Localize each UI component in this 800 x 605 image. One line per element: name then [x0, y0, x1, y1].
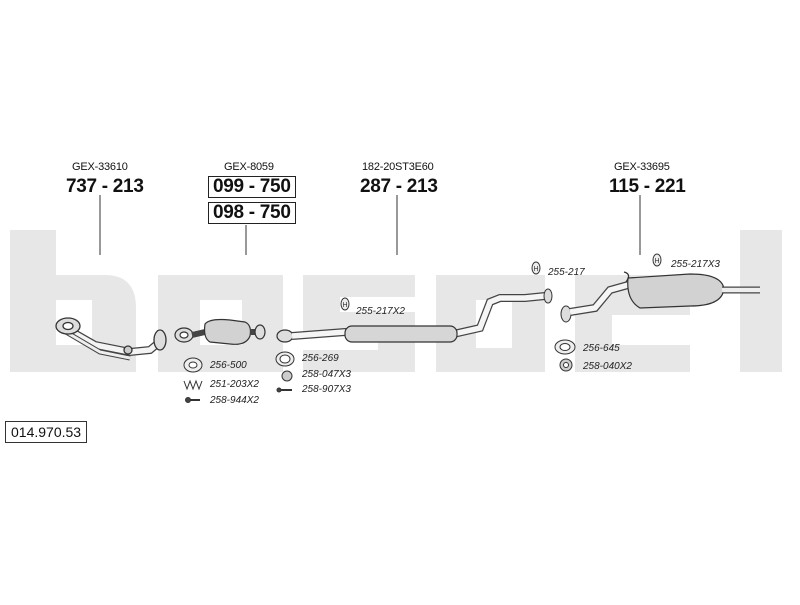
assembly-id-badge: 014.970.53: [5, 421, 88, 443]
svg-text:H: H: [533, 266, 538, 273]
rubber-hanger-icon: H: [652, 253, 662, 267]
spring-icon: [183, 379, 203, 391]
center-silencer-pipe: [276, 288, 553, 343]
nut-icon: [281, 370, 293, 382]
accessory-label: 255-217X3: [671, 259, 720, 270]
part-number-front-pipe: 737 - 213: [66, 176, 144, 197]
accessory-label: 255-217X2: [356, 306, 405, 317]
front-pipe: [55, 317, 167, 361]
part-number-rear-muffler: 115 - 221: [609, 176, 686, 197]
section-ref-catalyst: GEX-8059: [224, 161, 274, 173]
rear-muffler: [560, 271, 760, 323]
rubber-hanger-icon: H: [340, 297, 350, 311]
rubber-hanger-icon: H: [531, 261, 541, 275]
svg-text:H: H: [654, 258, 659, 265]
accessory-label: 256-645: [583, 343, 620, 354]
leader-lines: [99, 195, 641, 255]
part-number-center-silencer: 287 - 213: [360, 176, 438, 197]
accessory-label: 258-040X2: [583, 361, 632, 372]
section-ref-front-pipe: GEX-33610: [72, 161, 128, 173]
part-number-catalyst-2: 098 - 750: [208, 202, 296, 224]
accessory-label: 251-203X2: [210, 379, 259, 390]
section-ref-rear-muffler: GEX-33695: [614, 161, 670, 173]
svg-text:H: H: [342, 302, 347, 309]
catalytic-converter: [174, 318, 266, 345]
accessory-label: 258-907X3: [302, 384, 351, 395]
accessory-label: 256-269: [302, 353, 339, 364]
section-ref-center-silencer: 182-20ST3E60: [362, 161, 434, 173]
accessory-label: 258-944X2: [210, 395, 259, 406]
accessory-icons: H H H: [183, 253, 662, 403]
accessory-label: 258-047X3: [302, 369, 351, 380]
accessory-label: 255-217: [548, 267, 585, 278]
part-number-catalyst-1: 099 - 750: [208, 176, 296, 198]
accessory-label: 256-500: [210, 360, 247, 371]
